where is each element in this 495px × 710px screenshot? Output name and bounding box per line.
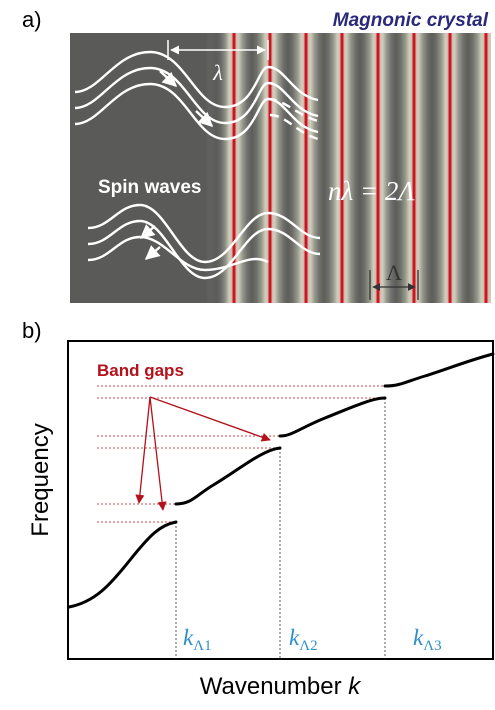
- spin-wave-curve: [74, 50, 319, 109]
- wavelength-indicator: λ: [167, 40, 269, 85]
- period-indicator: Λ: [369, 260, 419, 300]
- dispersion-curve: [67, 352, 495, 609]
- spin-wave-curve: [74, 66, 319, 125]
- spin-waves-lower: [87, 203, 321, 280]
- band-gap-arrows: [135, 396, 271, 511]
- k-marker-subscript: Λ1: [193, 638, 211, 654]
- x-axis-label-symbol: k: [348, 673, 362, 700]
- k-marker-2: kΛ2: [289, 625, 318, 654]
- spin-wave-reflected-dashed: [267, 97, 323, 124]
- x-axis-label-text: Wavenumber: [200, 673, 349, 700]
- crystal-stripes: [178, 33, 491, 303]
- wave-direction-arrow: [144, 245, 161, 260]
- magnonic-crystal-title: Magnonic crystal: [333, 10, 489, 31]
- x-axis-label: Wavenumber k: [200, 673, 363, 700]
- dispersion-branch-1: [67, 520, 178, 609]
- k-marker-base: k: [183, 625, 194, 650]
- wave-direction-arrow: [139, 224, 156, 239]
- band-gap-guides: [97, 385, 385, 523]
- k-marker-base: k: [413, 625, 424, 650]
- wave-direction-arrow: [159, 70, 178, 87]
- k-markers: kΛ1 kΛ2 kΛ3: [183, 625, 442, 654]
- wave-direction-arrow: [195, 110, 214, 127]
- dispersion-branch-4: [383, 352, 495, 388]
- lambda-label: λ: [212, 60, 223, 85]
- crystal-panel: [70, 33, 491, 303]
- bragg-condition-label: nλ = 2Λ: [328, 176, 415, 206]
- spin-waves-upper: [74, 50, 323, 142]
- spin-wave-curve: [74, 82, 319, 141]
- dispersion-branch-2: [174, 446, 282, 506]
- y-axis-label: Frequency: [27, 423, 54, 536]
- panel-b-label: b): [22, 318, 42, 343]
- spin-waves-label: Spin waves: [98, 177, 202, 198]
- plot-frame: [67, 340, 494, 660]
- zone-boundaries: [175, 398, 386, 659]
- period-label: Λ: [386, 260, 402, 285]
- spin-wave-curve: [87, 203, 321, 264]
- band-gaps-label: Band gaps: [97, 361, 184, 380]
- k-marker-subscript: Λ2: [299, 638, 317, 654]
- k-marker-1: kΛ1: [183, 625, 212, 654]
- panel-a-label: a): [22, 7, 42, 32]
- spin-wave-curve: [87, 235, 269, 272]
- k-marker-base: k: [289, 625, 300, 650]
- dispersion-branch-3: [278, 396, 387, 438]
- spin-wave-curve: [87, 219, 321, 280]
- band-gap-arrow: [149, 396, 271, 442]
- k-marker-3: kΛ3: [413, 625, 442, 654]
- spin-wave-reflected-dashed: [269, 113, 323, 142]
- k-marker-subscript: Λ3: [423, 638, 441, 654]
- band-gap-arrow: [149, 396, 167, 511]
- band-gap-arrow: [135, 396, 151, 504]
